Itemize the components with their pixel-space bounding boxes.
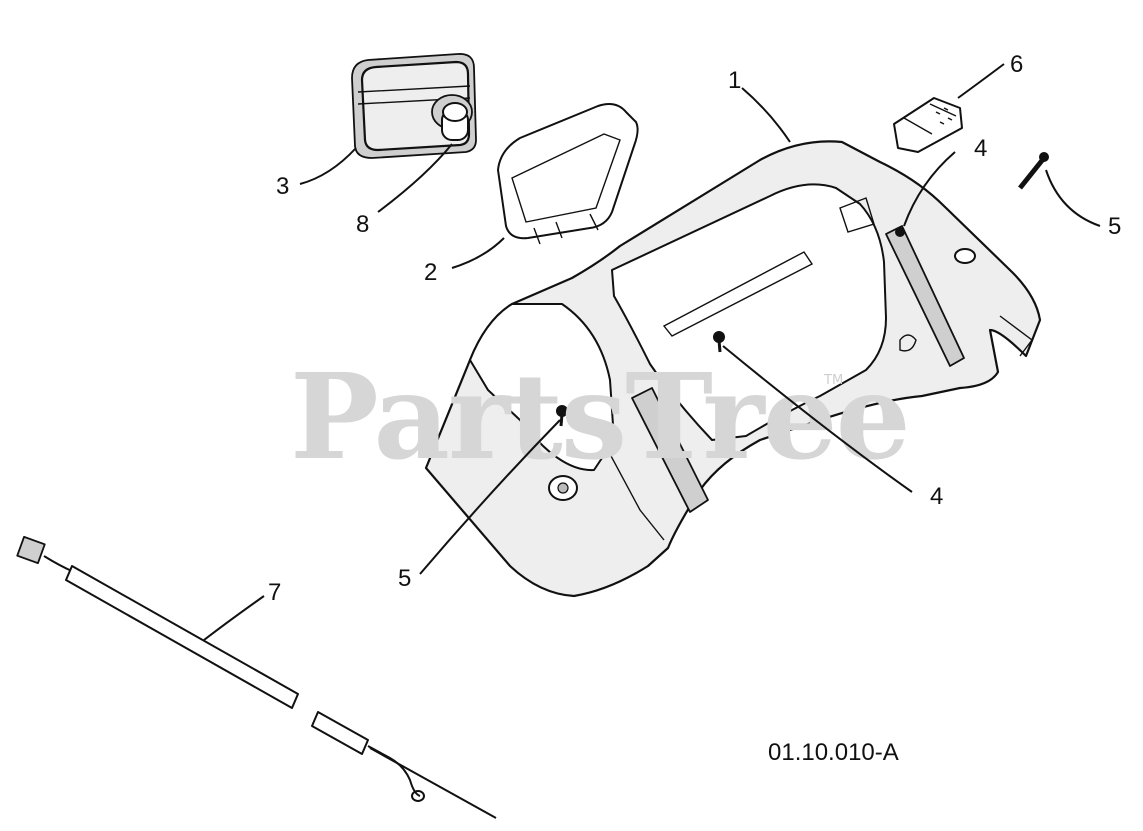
part-7-cable[interactable] [16, 535, 497, 819]
part-8-bulb[interactable] [431, 94, 473, 141]
callout-1: 1 [728, 67, 741, 94]
callout-5-right: 5 [1108, 213, 1121, 240]
part-6-connector[interactable] [893, 97, 963, 153]
part-5-screw-right[interactable] [1018, 152, 1049, 190]
leader-lines [203, 63, 1101, 641]
callout-7: 7 [268, 579, 281, 606]
callout-2: 2 [424, 259, 437, 286]
callout-6: 6 [1010, 51, 1023, 78]
callout-5-center: 5 [398, 565, 411, 592]
watermark: PartsTree [290, 347, 909, 486]
part-2-light-frame[interactable] [497, 103, 639, 245]
watermark-trademark: TM [823, 373, 843, 388]
callout-8: 8 [356, 211, 369, 238]
part-4-screw-center[interactable] [713, 331, 725, 353]
part-5-screw-center[interactable] [556, 405, 568, 427]
callout-3: 3 [276, 173, 289, 200]
callout-4-top: 4 [974, 135, 987, 162]
part-1-hood[interactable] [424, 140, 1042, 598]
callout-4-center: 4 [930, 483, 943, 510]
diagram-code: 01.10.010-A [768, 739, 899, 766]
part-4-screw-top[interactable] [895, 227, 905, 237]
